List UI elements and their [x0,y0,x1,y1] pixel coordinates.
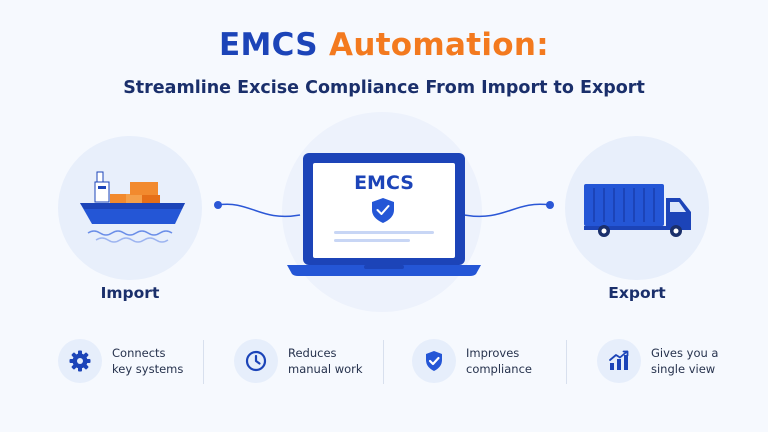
divider [203,340,204,384]
feature-line2: compliance [466,362,532,376]
feature-line2: manual work [288,362,363,376]
connector-right [463,201,554,218]
title-emcs: EMCS [219,27,318,63]
feature-line1: Reduces [288,346,337,360]
import-label: Import [100,284,160,302]
clock-icon [234,339,278,383]
shield-check-icon [372,198,394,223]
export-label: Export [608,284,666,302]
page-title: EMCS Automation: [0,27,768,63]
bar-chart-icon [597,339,641,383]
page-subtitle: Streamline Excise Compliance From Import… [123,78,645,98]
connector-left [214,201,301,218]
truck-icon [584,184,691,237]
feature-improves: Improves compliance [412,336,532,386]
screen-label: EMCS [354,172,414,194]
feature-reduces: Reduces manual work [234,336,363,386]
feature-line2: single view [651,362,716,376]
feature-line1: Connects [112,346,166,360]
shield-check-icon [412,339,456,383]
gear-icon [58,339,102,383]
feature-connects: Connects key systems [58,336,183,386]
feature-line1: Improves [466,346,520,360]
feature-single-view: Gives you a single view [597,336,718,386]
cargo-ship-icon [80,171,185,243]
feature-line2: key systems [112,362,184,376]
feature-line1: Gives you a [651,346,719,360]
title-automation: Automation: [329,27,549,63]
divider [566,340,567,384]
divider [383,340,384,384]
